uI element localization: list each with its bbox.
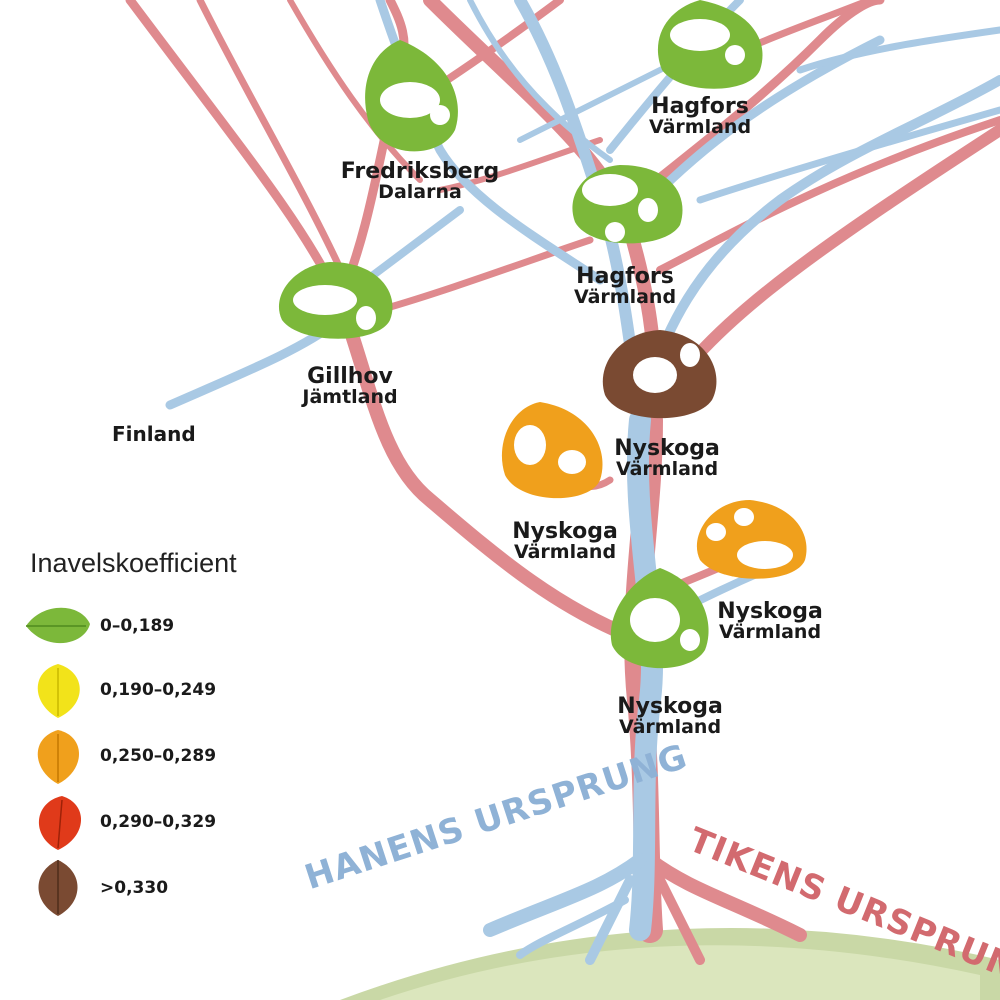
node-place: Fredriksberg bbox=[340, 159, 500, 184]
node-label-hagfors-mid: Hagfors Värmland bbox=[555, 265, 695, 308]
node-label-gillhov: Gillhov Jämtland bbox=[280, 365, 420, 408]
node-place: Nyskoga bbox=[614, 436, 720, 461]
finland-label: Finland bbox=[112, 422, 196, 446]
node-region: Värmland bbox=[648, 116, 752, 139]
legend-title: Inavelskoefficient bbox=[30, 548, 237, 578]
node-label-nyskoga-orange-right: Nyskoga Värmland bbox=[700, 600, 840, 643]
node-region: Värmland bbox=[615, 458, 719, 481]
node-region: Värmland bbox=[573, 286, 677, 309]
node-region: Värmland bbox=[513, 541, 617, 564]
legend-range: 0,250–0,289 bbox=[100, 746, 217, 766]
node-region: Jämtland bbox=[302, 386, 398, 409]
node-place: Hagfors bbox=[651, 94, 749, 119]
yellow-leaf-icon bbox=[37, 664, 80, 718]
node-place: Nyskoga bbox=[512, 519, 618, 544]
leaf-nyskoga-brown bbox=[602, 330, 717, 419]
legend-item-green: 0–0,189 bbox=[22, 596, 282, 656]
legend-range: >0,330 bbox=[100, 878, 169, 898]
orange-leaf-icon bbox=[37, 730, 79, 784]
node-place: Hagfors bbox=[576, 264, 674, 289]
leaf-fredriksberg bbox=[365, 40, 458, 152]
node-region: Värmland bbox=[618, 716, 722, 739]
leaf-gillhov bbox=[278, 262, 393, 339]
green-leaf-icon bbox=[26, 607, 90, 644]
legend-item-orange: 0,250–0,289 bbox=[22, 726, 282, 786]
node-place: Nyskoga bbox=[617, 694, 723, 719]
leaf-nyskoga-orange-right bbox=[696, 500, 807, 579]
node-label-hagfors-top: Hagfors Värmland bbox=[630, 95, 770, 138]
node-label-nyskoga-orange-left: Nyskoga Värmland bbox=[495, 520, 635, 563]
node-label-nyskoga-green-bottom: Nyskoga Värmland bbox=[600, 695, 740, 738]
legend-item-red: 0,290–0,329 bbox=[22, 792, 282, 852]
leaf-hagfors-mid bbox=[572, 165, 683, 244]
node-region: Värmland bbox=[718, 621, 822, 644]
node-label-nyskoga-brown: Nyskoga Värmland bbox=[597, 437, 737, 480]
node-place: Nyskoga bbox=[717, 599, 823, 624]
node-region: Dalarna bbox=[378, 181, 462, 204]
node-label-fredriksberg: Fredriksberg Dalarna bbox=[330, 160, 510, 203]
legend-item-brown: >0,330 bbox=[22, 858, 282, 918]
leaf-hagfors-top bbox=[657, 0, 763, 89]
legend-range: 0–0,189 bbox=[100, 616, 175, 636]
brown-leaf-icon bbox=[38, 860, 78, 916]
red-leaf-icon bbox=[38, 796, 82, 850]
legend-item-yellow: 0,190–0,249 bbox=[22, 660, 282, 720]
legend-range: 0,290–0,329 bbox=[100, 812, 217, 832]
leaf-nyskoga-green-bottom bbox=[610, 568, 709, 669]
node-place: Gillhov bbox=[307, 364, 393, 389]
legend-range: 0,190–0,249 bbox=[100, 680, 217, 700]
leaf-nyskoga-orange-left bbox=[501, 402, 603, 499]
